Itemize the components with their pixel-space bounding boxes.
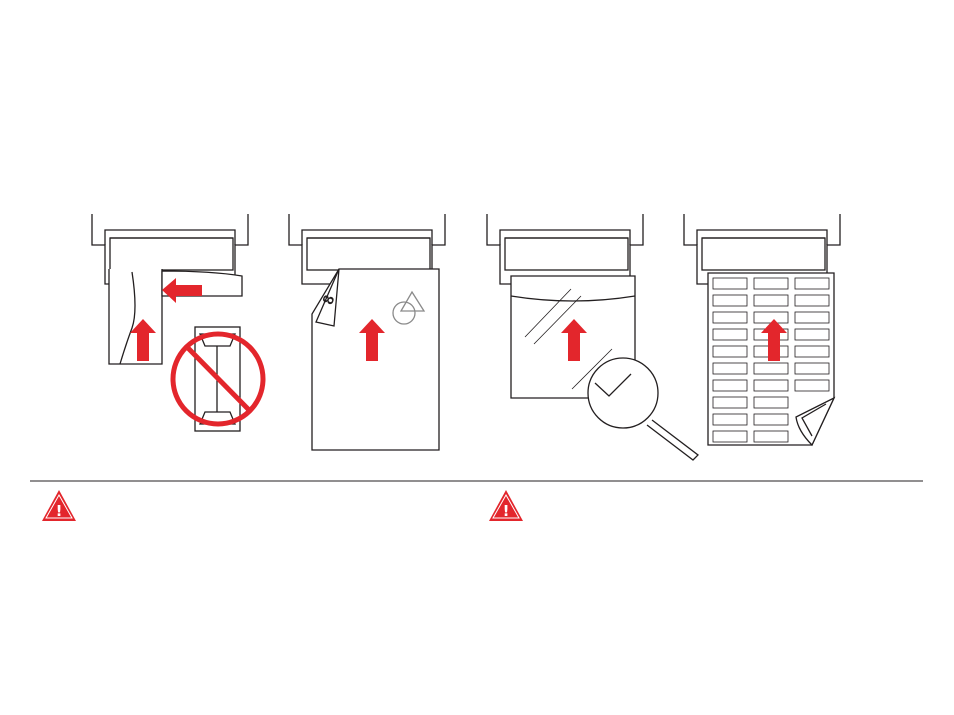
panel-envelope bbox=[92, 214, 263, 431]
panel-letterhead: 8 bbox=[289, 214, 445, 450]
panel-labels bbox=[684, 214, 840, 445]
prohibited-envelope-icon bbox=[173, 327, 263, 431]
transparency-magnifier-icon bbox=[511, 276, 698, 460]
warning-glyph: ! bbox=[503, 502, 510, 520]
warning-triangle-icon: ! bbox=[42, 490, 76, 521]
magnifier-handle bbox=[647, 420, 698, 460]
warning-triangle-icon: ! bbox=[489, 490, 523, 521]
panel-transparency bbox=[487, 214, 698, 460]
warning-glyph: ! bbox=[56, 502, 63, 520]
